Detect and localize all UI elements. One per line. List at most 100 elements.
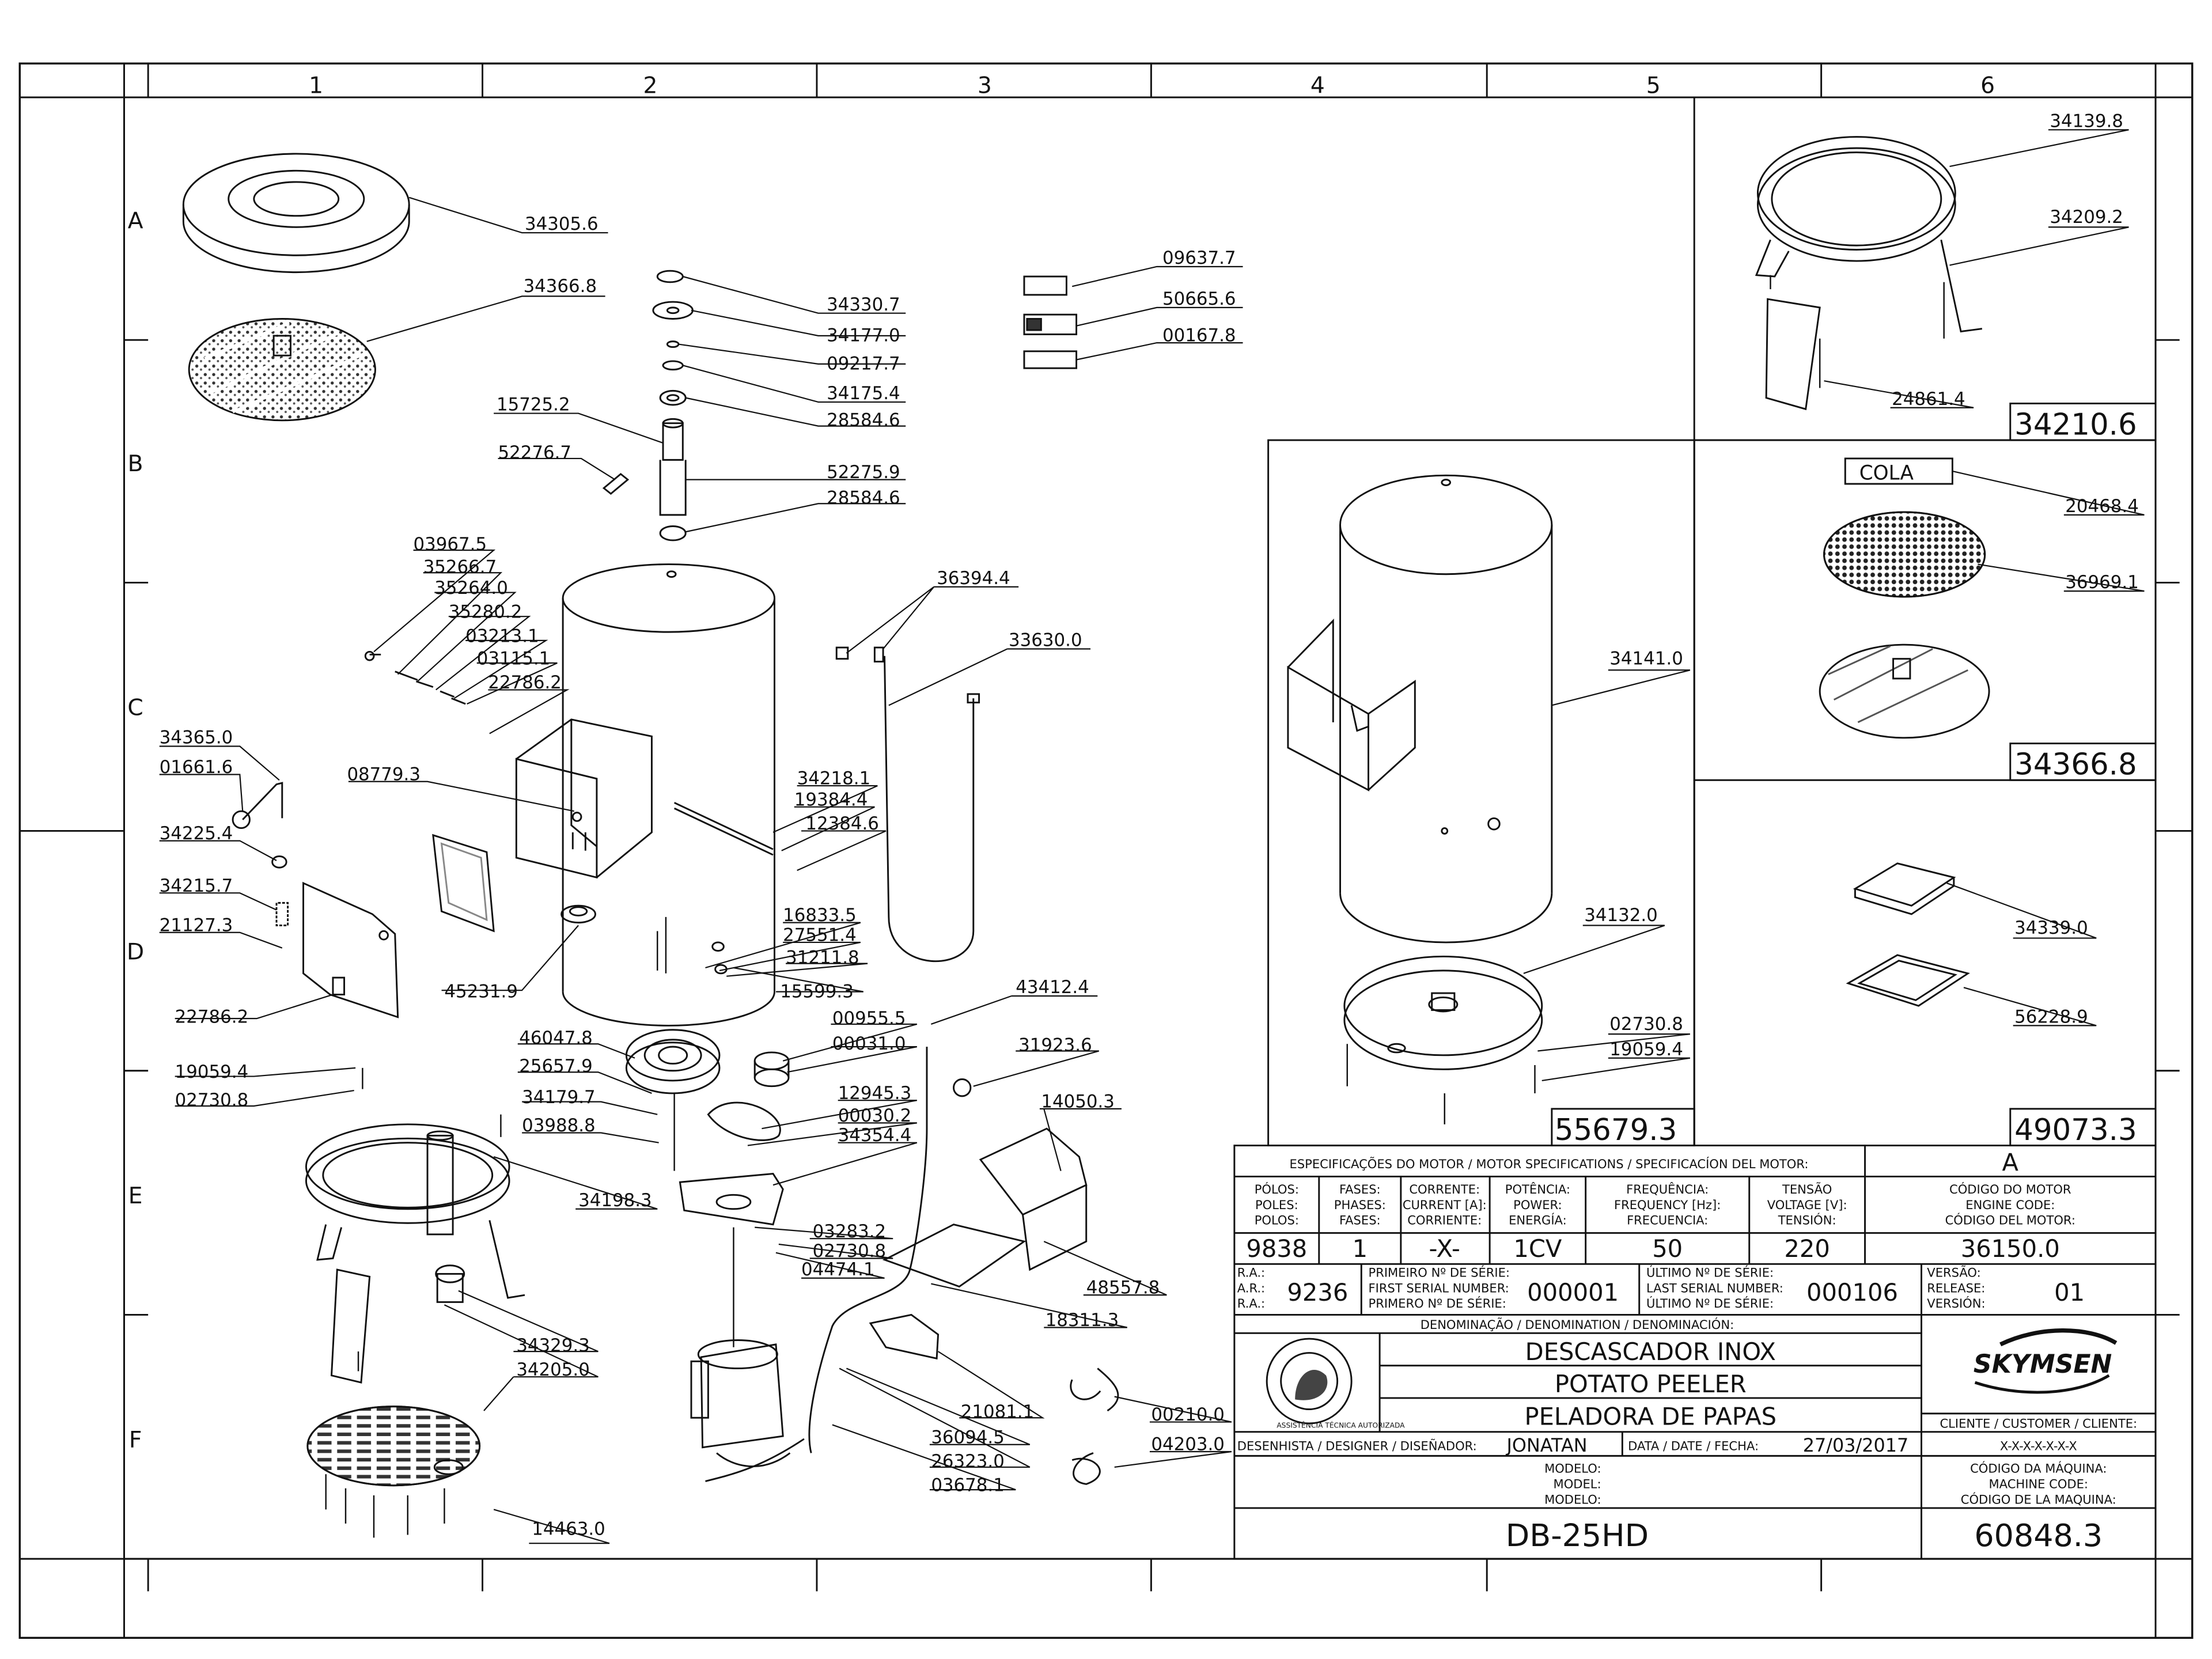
poles-header: PÓLOS: xyxy=(1255,1182,1299,1196)
first-serial-header: PRIMEIRO Nº DE SÉRIE: xyxy=(1369,1265,1510,1279)
current-header: CURRENT [A]: xyxy=(1403,1198,1487,1212)
part-callout: 52276.7 xyxy=(498,442,571,463)
part-callout: 02730.8 xyxy=(175,1090,249,1111)
part-callout: 01661.6 xyxy=(160,757,233,778)
part-callout: 34205.0 xyxy=(516,1359,590,1380)
part-callout: 34330.7 xyxy=(827,294,900,315)
part-callout: 34329.3 xyxy=(516,1335,590,1356)
last-serial-value: 000106 xyxy=(1806,1278,1898,1306)
model-header: MODELO: xyxy=(1544,1493,1601,1507)
machine-code-header: CÓDIGO DA MÁQUINA: xyxy=(1970,1461,2107,1476)
part-callout: 03115.1 xyxy=(477,648,551,669)
current-value: -X- xyxy=(1429,1234,1460,1263)
release-header: VERSIÓN: xyxy=(1927,1296,1985,1310)
machine-code-header: CÓDIGO DE LA MAQUINA: xyxy=(1961,1493,2116,1507)
frequency-value: 50 xyxy=(1652,1234,1683,1263)
part-callout: 34215.7 xyxy=(160,876,233,896)
part-callout: 20468.4 xyxy=(2065,496,2139,517)
engine-code-header: CÓDIGO DEL MOTOR: xyxy=(1945,1213,2075,1228)
part-callout: 21127.3 xyxy=(160,915,233,935)
part-callout: 34365.0 xyxy=(160,728,233,748)
part-callout: 35280.2 xyxy=(449,602,522,623)
denomination-header: DENOMINAÇÃO / DENOMINATION / DENOMINACIÓ… xyxy=(1421,1317,1734,1332)
part-callout: 48557.8 xyxy=(1086,1278,1160,1298)
part-callout: 28584.6 xyxy=(827,410,900,431)
part-callout: 36394.4 xyxy=(937,568,1010,589)
ra-header: A.R.: xyxy=(1237,1281,1265,1295)
part-callout: 34141.0 xyxy=(1609,648,1683,669)
part-callout: 09217.7 xyxy=(827,354,900,374)
part-callout: 18311.3 xyxy=(1046,1310,1119,1331)
grid-col-2: 2 xyxy=(643,73,658,99)
part-callout: 03678.1 xyxy=(931,1475,1005,1496)
phases-header: FASES: xyxy=(1339,1213,1381,1228)
voltage-value: 220 xyxy=(1784,1234,1830,1263)
part-callout: 35266.7 xyxy=(423,556,497,577)
part-callout: 34198.3 xyxy=(578,1190,652,1211)
part-callout: 34177.0 xyxy=(827,325,900,346)
part-callout: 36969.1 xyxy=(2065,572,2139,593)
first-serial-value: 000001 xyxy=(1527,1278,1619,1306)
part-callout: 43412.4 xyxy=(1016,977,1089,998)
grid-row-f: F xyxy=(129,1427,142,1453)
voltage-header: TENSIÓN: xyxy=(1778,1213,1836,1228)
grid-row-d: D xyxy=(127,939,144,965)
part-callout: 03988.8 xyxy=(522,1115,596,1136)
part-callout: 34179.7 xyxy=(522,1087,596,1108)
name-pt: DESCASCADOR INOX xyxy=(1525,1338,1776,1366)
date-value: 27/03/2017 xyxy=(1803,1434,1908,1456)
kit-number: 49073.3 xyxy=(2014,1113,2137,1147)
voltage-header: TENSÃO xyxy=(1782,1181,1832,1196)
name-en: POTATO PEELER xyxy=(1555,1370,1747,1398)
part-callout: 12384.6 xyxy=(805,813,879,834)
part-callout: 14050.3 xyxy=(1041,1091,1115,1112)
part-callout: 28584.6 xyxy=(827,487,900,508)
ra-header: R.A.: xyxy=(1237,1296,1265,1310)
frequency-header: FREQUENCY [Hz]: xyxy=(1614,1198,1721,1212)
part-callout: 02730.8 xyxy=(1609,1014,1683,1035)
part-callout: 03967.5 xyxy=(414,534,487,555)
part-callout: 19384.4 xyxy=(794,789,868,810)
part-callout: 00030.2 xyxy=(838,1105,912,1126)
part-callout: 31923.6 xyxy=(1018,1035,1092,1055)
kit-number: 34366.8 xyxy=(2014,747,2137,782)
part-callout: 31211.8 xyxy=(786,948,859,968)
frequency-header: FRECUENCIA: xyxy=(1627,1213,1708,1228)
phases-header: PHASES: xyxy=(1334,1198,1386,1212)
part-callout: 34175.4 xyxy=(827,383,900,404)
model-header: MODELO: xyxy=(1544,1461,1601,1476)
seal-text: ASSISTÊNCIA TÉCNICA AUTORIZADA xyxy=(1277,1421,1405,1429)
grid-col-1: 1 xyxy=(309,73,323,99)
voltage-header: VOLTAGE [V]: xyxy=(1767,1198,1847,1212)
engine-code-header: ENGINE CODE: xyxy=(1965,1198,2055,1212)
part-callout: 00031.0 xyxy=(832,1033,906,1054)
ra-value: 9236 xyxy=(1287,1278,1348,1306)
machine-code-header: MACHINE CODE: xyxy=(1989,1477,2089,1491)
first-serial-header: FIRST SERIAL NUMBER: xyxy=(1369,1281,1509,1295)
grid-col-6: 6 xyxy=(1980,73,1995,99)
part-callout: 36094.5 xyxy=(931,1427,1005,1448)
engine-code-header: CÓDIGO DO MOTOR xyxy=(1949,1182,2071,1196)
part-callout: 26323.0 xyxy=(931,1451,1005,1472)
name-es: PELADORA DE PAPAS xyxy=(1524,1402,1777,1430)
client-value: X-X-X-X-X-X-X xyxy=(2000,1439,2077,1453)
first-serial-header: PRIMERO Nº DE SÉRIE: xyxy=(1369,1296,1506,1310)
part-callout: 34354.4 xyxy=(838,1125,912,1146)
release-header: RELEASE: xyxy=(1927,1281,1985,1295)
part-callout: 34225.4 xyxy=(160,823,233,844)
power-value: 1CV xyxy=(1513,1234,1562,1263)
part-callout: 03283.2 xyxy=(813,1221,887,1242)
part-callout: 15725.2 xyxy=(497,395,570,415)
grid-row-a: A xyxy=(128,209,143,234)
frequency-header: FREQUÊNCIA: xyxy=(1626,1182,1709,1196)
release-value: 01 xyxy=(2054,1278,2085,1306)
part-callout: 14463.0 xyxy=(532,1518,605,1539)
part-callout: 50665.6 xyxy=(1162,289,1236,309)
part-callout: 04203.0 xyxy=(1151,1434,1225,1455)
revision-letter: A xyxy=(2002,1149,2019,1177)
part-callout: 08779.3 xyxy=(347,764,421,785)
model-header: MODEL: xyxy=(1554,1477,1601,1491)
current-header: CORRENTE: xyxy=(1409,1182,1480,1196)
part-callout: 34305.6 xyxy=(525,214,599,234)
